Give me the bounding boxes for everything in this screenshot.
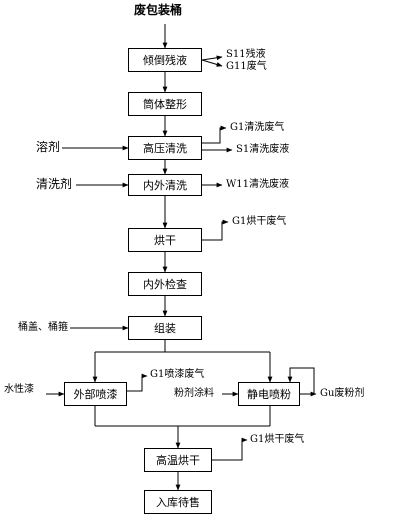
box-hightemp-dry: 高温烘干 [144,448,212,472]
arrow-g1wash-out [202,125,227,144]
top-label: 废包装桶 [134,3,183,17]
box-inout-wash: 内外清洗 [128,174,202,196]
input-solvent: 溶剂 [36,140,61,154]
box-store: 入库待售 [144,490,212,514]
arrow-g1dry-out [202,219,229,241]
arrow-s11-out [201,55,223,61]
output-w11: W11清洗废液 [226,179,290,190]
arrow-g1spray-out [127,373,148,392]
arrow-g11-out [201,59,223,67]
box-inspect: 内外检查 [128,272,202,296]
box-powder: 静电喷粉 [238,382,300,406]
input-cleaner: 清洗剂 [36,177,73,191]
output-s11: S11残液 [226,49,266,60]
box-dry: 烘干 [128,228,202,252]
output-g1-spray: G1喷漆废气 [150,369,205,380]
box-assemble: 组装 [128,316,202,340]
box-hpwash: 高压清洗 [128,136,202,160]
box-pour: 倾倒残液 [128,48,202,72]
input-water-paint: 水性漆 [4,384,34,395]
box-spray-paint: 外部喷漆 [64,382,127,406]
output-g1-hot: G1烘干废气 [250,434,305,445]
input-powder-coat: 粉剂涂料 [174,388,214,399]
output-g11: G11废气 [226,61,267,72]
output-g1-wash: G1清洗废气 [230,122,285,133]
input-lid-hoop: 桶盖、桶箍 [18,322,68,333]
arrow-g1hot-out [212,437,248,461]
output-g1-dry: G1烘干废气 [232,216,287,227]
output-s1-wash: S1清洗废液 [236,144,290,155]
output-gu-powder: Gu废粉剂 [320,388,365,399]
box-shape: 筒体整形 [128,92,202,116]
